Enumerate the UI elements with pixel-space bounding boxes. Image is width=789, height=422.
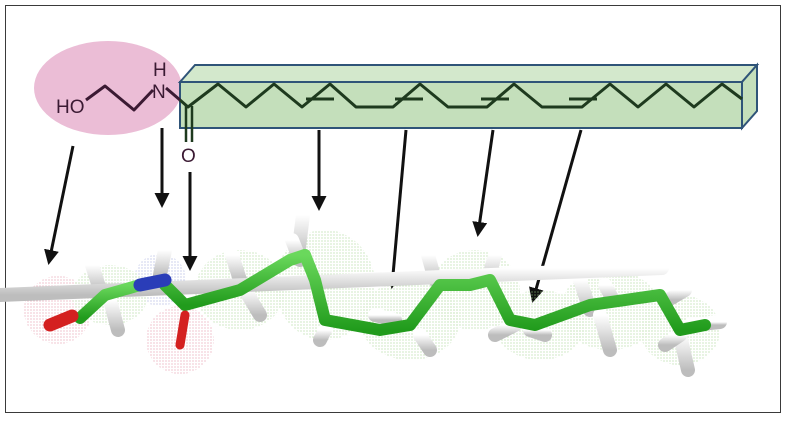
carbonyl-oxygen-label: O (181, 146, 196, 167)
head-group-skeleton (85, 84, 181, 112)
heteroatoms (43, 273, 190, 350)
arrow-double-bond-2 (472, 129, 495, 237)
nitrogen-label: N (152, 82, 166, 103)
amide-hydrogen-label: H (153, 60, 167, 81)
nitrogen-atom (133, 273, 172, 292)
carbonyl-double-bond (184, 106, 194, 142)
hydroxyl-oxygen-atom (43, 309, 79, 332)
arrow-double-bond-1 (385, 129, 408, 289)
carbonyl-oxygen-atom (175, 310, 190, 350)
chain-prism (177, 62, 760, 131)
acyl-chain-skeleton (179, 82, 743, 109)
carbon-backbone (74, 249, 711, 336)
hydroxyl-label: HO (56, 97, 85, 118)
arrow-hydroxyl (44, 145, 75, 265)
